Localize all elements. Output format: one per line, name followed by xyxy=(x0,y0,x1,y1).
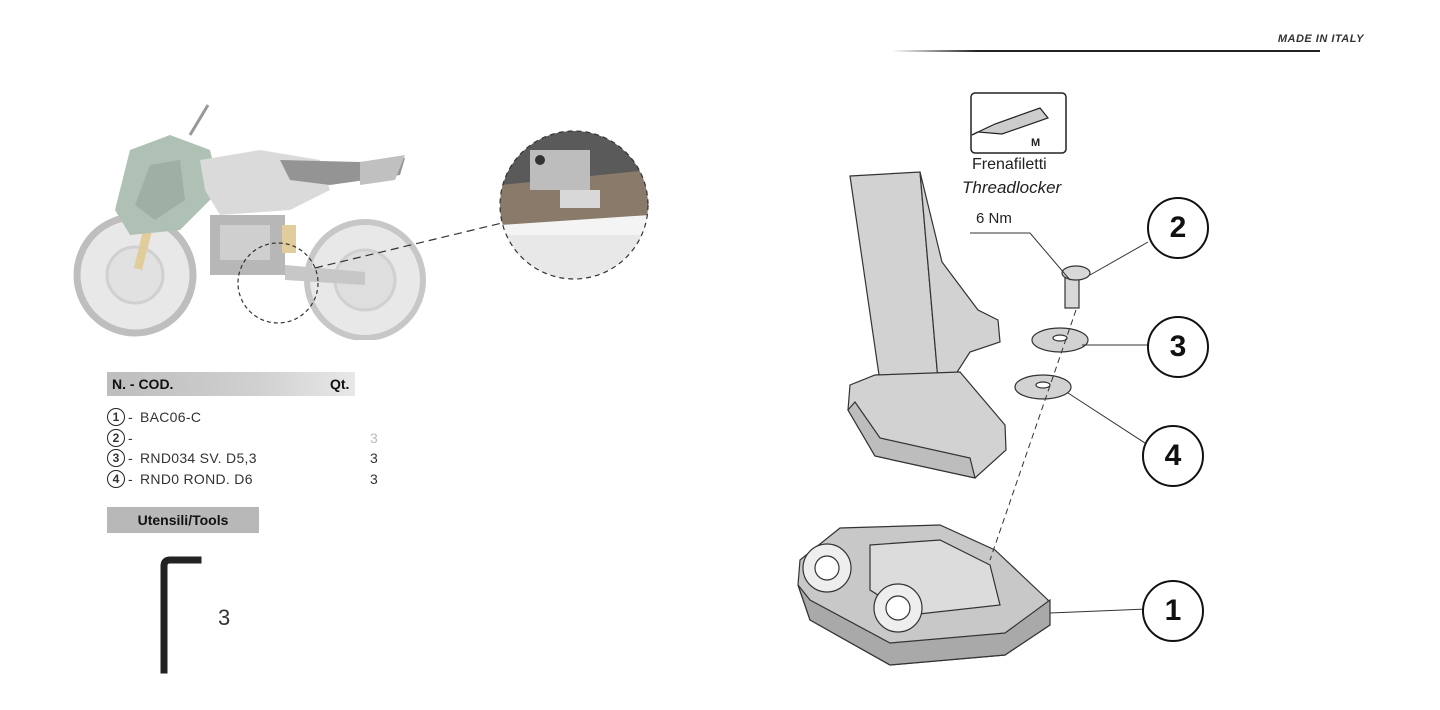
torque-value: 6 Nm xyxy=(976,210,1012,227)
allen-key-icon xyxy=(160,556,202,674)
col-num-cod: N. - COD. xyxy=(112,376,174,392)
parts-table-header: N. - COD. Qt. xyxy=(107,372,355,396)
col-qty: Qt. xyxy=(330,376,350,392)
parts-row-1: 1 - BAC06-C xyxy=(107,407,370,427)
exploded-assembly-diagram xyxy=(797,92,1149,666)
parts-row-2: 2 - 3 xyxy=(107,428,378,448)
row-code: BAC06-C xyxy=(140,409,202,425)
parts-row-4: 4 - RND0 ROND. D6 3 xyxy=(107,469,378,489)
row-code: RND034 SV. D5,3 xyxy=(140,450,257,466)
row-number: 2 xyxy=(107,429,125,447)
made-in-italy-label: MADE IN ITALY xyxy=(1277,33,1364,45)
row-qty: 3 xyxy=(370,450,378,466)
row-number: 3 xyxy=(107,449,125,467)
threadlocker-icon xyxy=(970,92,1067,154)
parts-row-3: 3 - RND034 SV. D5,3 3 xyxy=(107,448,378,468)
threadlocker-label-en: Threadlocker xyxy=(962,178,1062,197)
row-qty: 3 xyxy=(370,430,378,446)
row-sep: - xyxy=(128,450,133,466)
threadlocker-grade: M xyxy=(1031,137,1041,149)
row-sep: - xyxy=(128,430,133,446)
row-number: 4 xyxy=(107,470,125,488)
threadlocker-label-it: Frenafiletti xyxy=(972,156,1047,173)
row-code: RND0 ROND. D6 xyxy=(140,471,253,487)
row-sep: - xyxy=(128,409,133,425)
callout-4: 4 xyxy=(1142,425,1204,487)
callout-2: 2 xyxy=(1147,197,1209,259)
callout-3: 3 xyxy=(1147,316,1209,378)
row-sep: - xyxy=(128,471,133,487)
motorcycle-illustration xyxy=(73,104,649,340)
callout-1: 1 xyxy=(1142,580,1204,642)
tools-header: Utensili/Tools xyxy=(107,507,259,533)
row-qty: 3 xyxy=(370,471,378,487)
header-rule xyxy=(892,50,1320,52)
row-number: 1 xyxy=(107,408,125,426)
allen-key-size: 3 xyxy=(218,605,231,630)
